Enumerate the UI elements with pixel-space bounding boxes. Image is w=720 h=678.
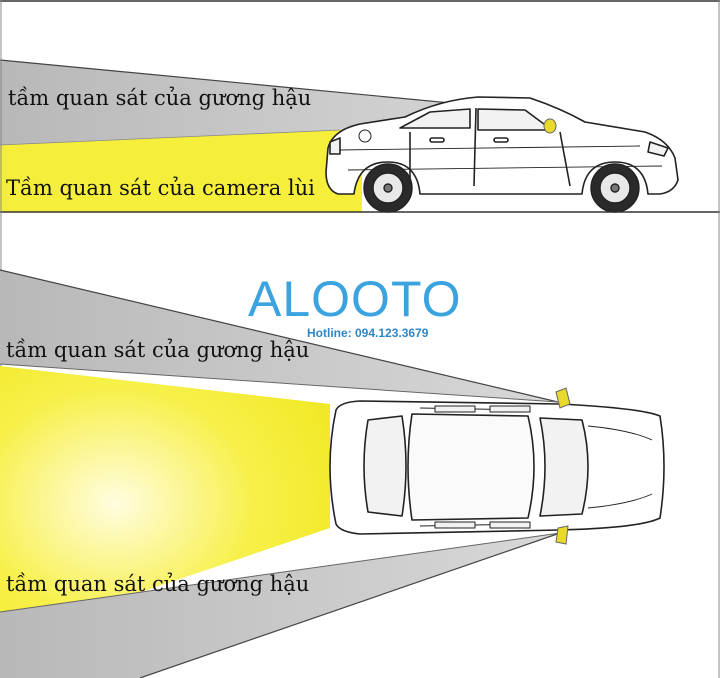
side-mirror-marker [543, 118, 557, 134]
top-mirror-marker-lower [555, 525, 569, 545]
top-mirror-zone-lower [0, 533, 560, 678]
top-mirror-marker-upper [555, 387, 571, 409]
label-top-mirror-upper: tầm quan sát của gương hậu [6, 338, 310, 362]
brand-logo: ALOOTO [248, 271, 462, 327]
label-side-camera-view: Tầm quan sát của camera lùi [6, 176, 315, 200]
side-view-panel [0, 59, 720, 213]
hotline-text: Hotline: 094.123.3679 [307, 326, 429, 340]
top-view-panel [0, 269, 665, 678]
top-camera-zone [0, 366, 330, 640]
car-side-wheels [363, 163, 640, 213]
car-top-view [329, 400, 665, 535]
side-camera-zone [0, 112, 362, 212]
label-side-mirror-view: tầm quan sát của gương hậu [8, 86, 312, 110]
label-top-mirror-lower: tầm quan sát của gương hậu [6, 572, 310, 596]
